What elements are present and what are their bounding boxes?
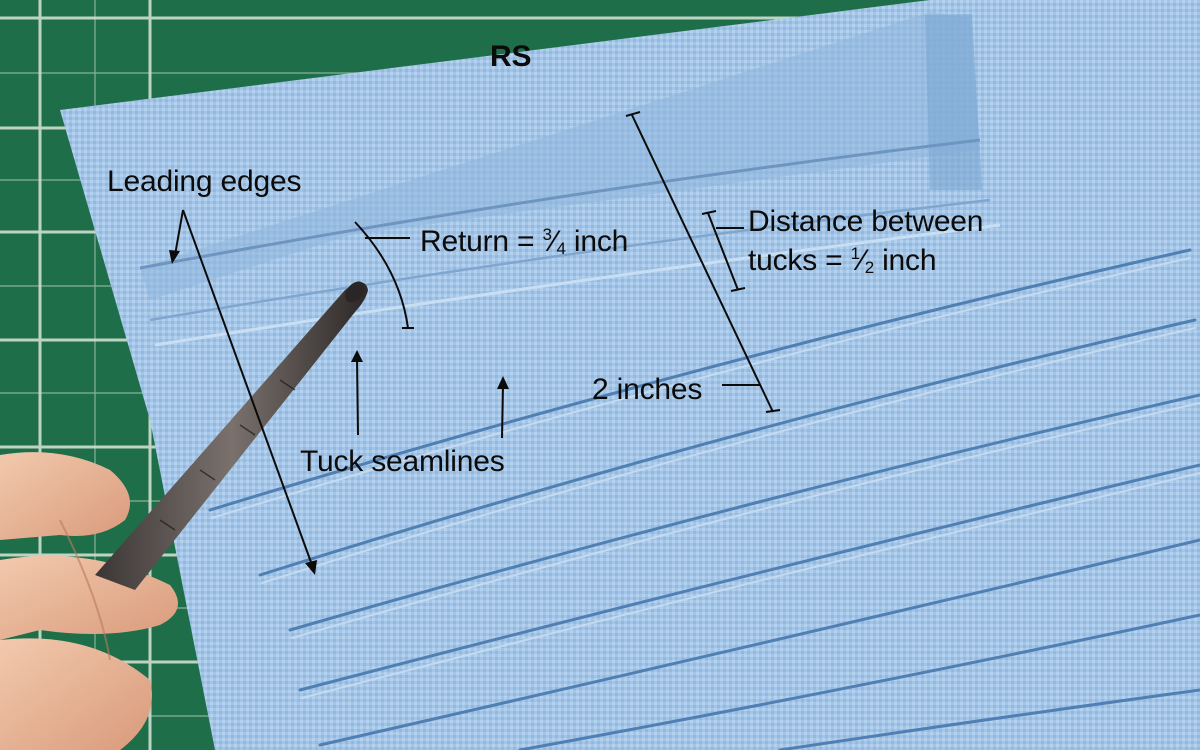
return-unit: inch [565,225,629,258]
fraction-slash: ⁄ [551,225,557,258]
right-side-label: RS [490,40,532,73]
distance-label-line2: tucks = 1⁄2 inch [748,244,937,282]
return-denominator: 4 [556,239,566,258]
stiletto-tool [95,281,368,590]
annotation-lines [169,111,781,575]
leading-edges-label: Leading edges [107,165,302,198]
two-inches-label: 2 inches [592,373,703,406]
fabric [60,0,1200,750]
return-label: Return = 3⁄4 inch [420,225,628,263]
tuck-seamlines-label: Tuck seamlines [300,445,505,478]
distance-unit: inch [873,244,937,277]
distance-label-line1: Distance between [748,205,984,238]
fraction-slash: ⁄ [859,244,865,277]
return-text: Return = [420,225,543,258]
distance-denominator: 2 [864,258,874,277]
return-numerator: 3 [542,225,552,244]
distance-numerator: 1 [850,244,860,263]
distance-text: tucks = [748,244,851,277]
